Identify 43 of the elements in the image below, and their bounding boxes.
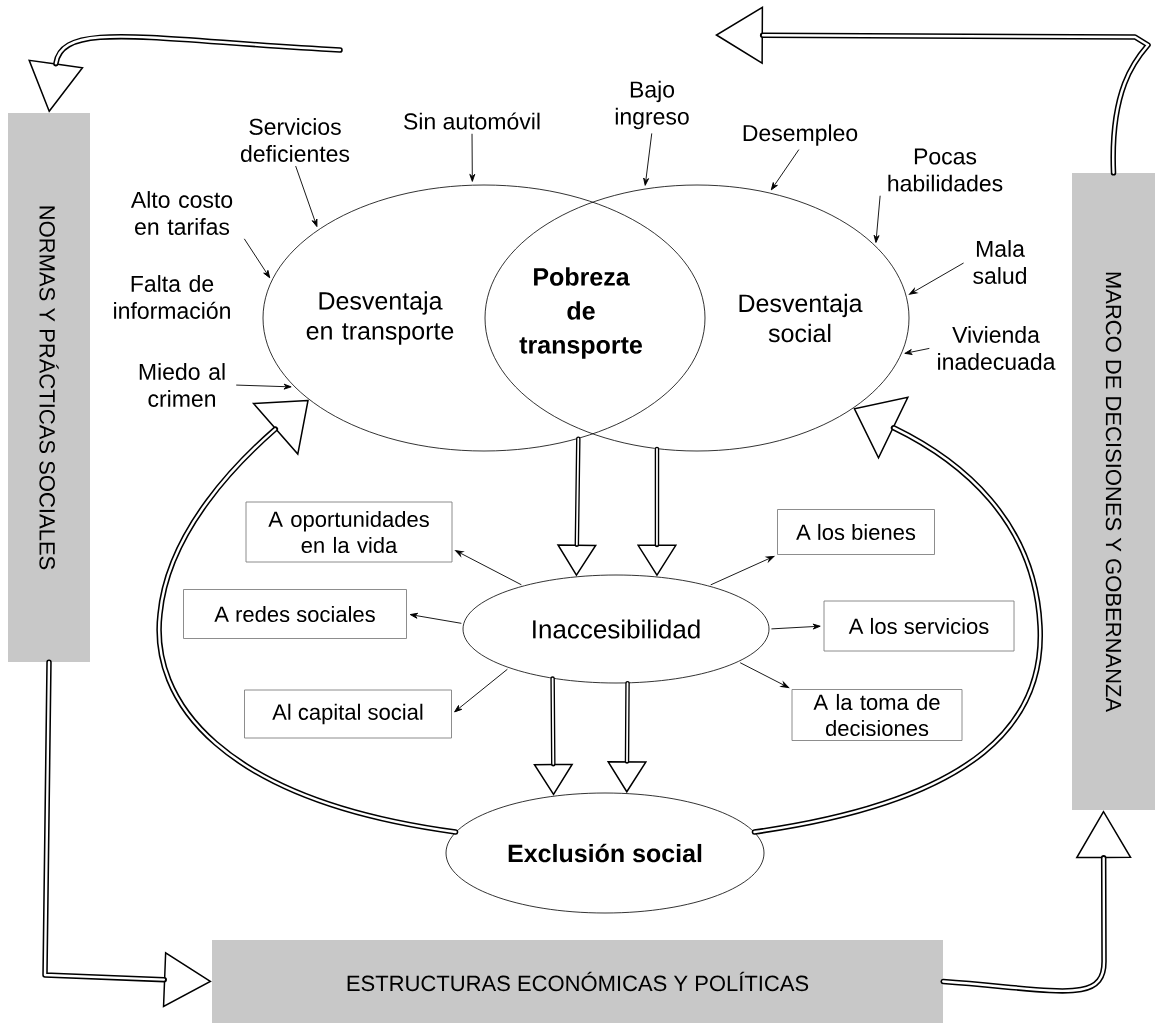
category-box: A los servicios xyxy=(823,600,1015,652)
arrow xyxy=(243,238,271,279)
category-box: Al capital social xyxy=(244,689,452,739)
cause-label: Desempleo xyxy=(743,124,858,146)
category-box: A oportunidades en la vida xyxy=(245,501,453,563)
arrow xyxy=(739,662,790,688)
arrow xyxy=(643,132,653,186)
category-box: A redes sociales xyxy=(183,589,407,639)
cause-label: Miedo al crimen xyxy=(139,363,225,407)
arrow xyxy=(904,347,930,355)
arrow xyxy=(770,149,800,191)
arrow xyxy=(908,262,965,295)
context-band: NORMAS Y PRÁCTICAS SOCIALES xyxy=(8,113,90,662)
cause-label: Vivienda inadecuada xyxy=(938,326,1056,370)
block-arrow xyxy=(533,676,574,796)
arrow xyxy=(454,668,508,713)
block-arrow xyxy=(715,6,1151,176)
arrow xyxy=(873,195,881,243)
category-box: A los bienes xyxy=(777,509,935,555)
arrow xyxy=(235,383,292,390)
category-box: A la toma de decisiones xyxy=(791,689,963,741)
cause-label: Mala salud xyxy=(973,240,1026,284)
oval: Inaccesibilidad xyxy=(462,574,770,684)
cause-label: Alto costo en tarifas xyxy=(130,191,233,235)
block-arrow xyxy=(940,810,1132,994)
arrow xyxy=(455,550,522,586)
cause-label: Sin automóvil xyxy=(404,112,540,130)
block-arrow xyxy=(42,659,212,1008)
overlap-label: Pobreza de transporte xyxy=(519,267,642,359)
arrow xyxy=(469,133,476,182)
arrow xyxy=(710,555,775,586)
block-arrow xyxy=(28,33,343,113)
context-band: MARCO DE DECISIONES Y GOBERNANZA xyxy=(1072,173,1155,810)
context-band: ESTRUCTURAS ECONÓMICAS Y POLÍTICAS xyxy=(212,940,943,1023)
cause-label: Falta de información xyxy=(114,275,230,319)
cause-label: Servicios deficientes xyxy=(241,118,350,162)
oval: Exclusión social xyxy=(445,792,765,914)
block-arrow xyxy=(751,396,1043,835)
block-arrow xyxy=(156,399,459,835)
cause-label: Bajo ingreso xyxy=(615,80,689,130)
arrow xyxy=(409,612,462,624)
arrow xyxy=(770,623,821,630)
arrow xyxy=(295,165,318,227)
